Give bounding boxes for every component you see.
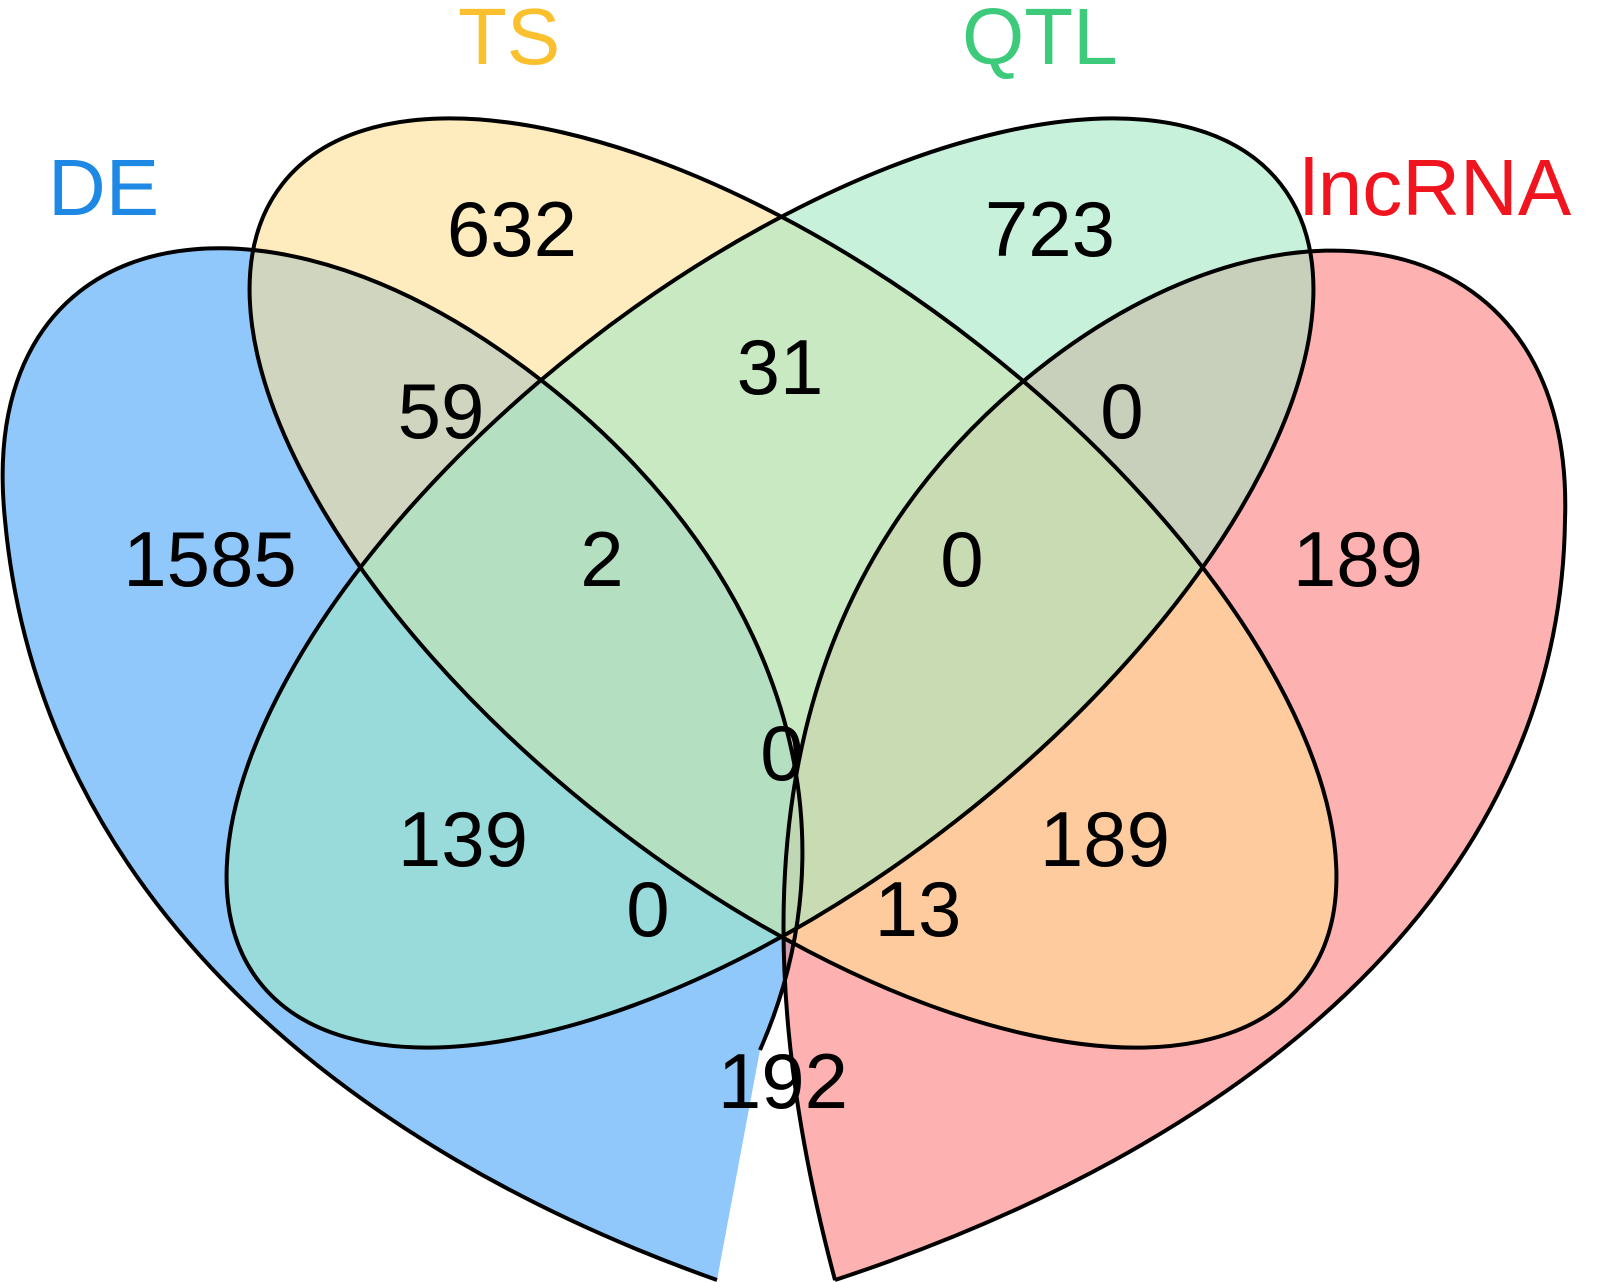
- count-ts-qtl-lncrna: 0: [940, 515, 983, 603]
- outline-ts: [247, 116, 1339, 1050]
- set-label-de: DE: [48, 143, 159, 232]
- count-de-ts: 59: [398, 367, 485, 455]
- outline-qtl: [224, 116, 1316, 1050]
- set-label-ts: TS: [458, 0, 560, 81]
- count-all: 0: [760, 709, 803, 797]
- count-de-ts-lncrna: 13: [875, 865, 962, 953]
- set-label-qtl: QTL: [962, 0, 1118, 81]
- count-de-lncrna: 192: [718, 1037, 848, 1125]
- set-outlines: [0, 116, 1568, 1282]
- count-lncrna: 189: [1293, 515, 1423, 603]
- outline-de: [0, 246, 805, 1282]
- count-ts-lncrna: 189: [1040, 795, 1170, 883]
- count-de: 1585: [123, 515, 297, 603]
- count-de-qtl-lncrna: 0: [626, 865, 669, 953]
- outline-lncrna: [781, 248, 1568, 1282]
- count-qtl-lncrna: 0: [1100, 367, 1143, 455]
- count-qtl: 723: [985, 185, 1115, 273]
- set-shape-qtl: [226, 118, 1314, 1048]
- count-ts: 632: [447, 185, 577, 273]
- count-de-ts-qtl: 2: [580, 515, 623, 603]
- count-de-qtl: 139: [398, 795, 528, 883]
- set-label-lncrna: lncRNA: [1300, 143, 1572, 232]
- count-ts-qtl: 31: [737, 323, 824, 411]
